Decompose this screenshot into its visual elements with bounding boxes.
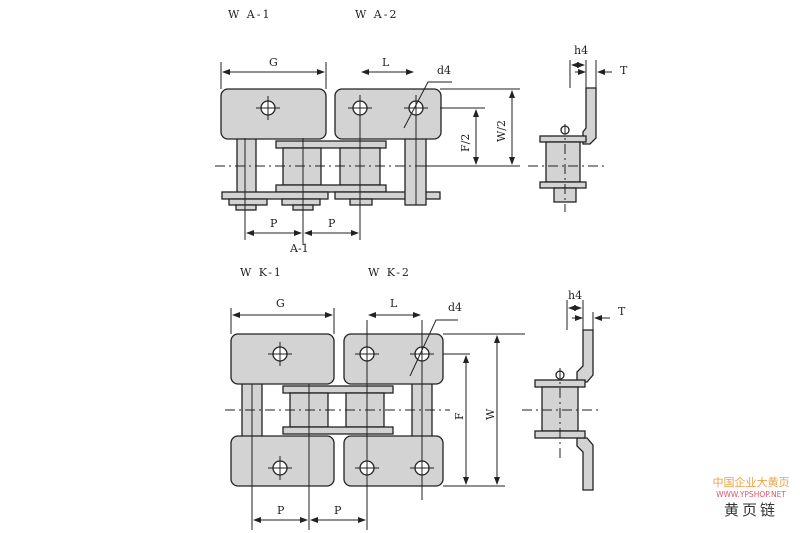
dim-p-1: P (270, 217, 278, 230)
wk-front-view: W K-1 W K-2 G L d4 F W P (225, 266, 525, 530)
watermark-line-1: 中国企业大黄页 (712, 476, 790, 489)
plate (539, 135, 587, 143)
side-h4: h4 (574, 44, 588, 57)
side-t: T (618, 305, 626, 318)
dim-g: G (276, 297, 285, 310)
watermark-line-2: WWW.YPSHOP.NET (716, 490, 786, 499)
dim-g: G (269, 56, 278, 69)
bent-attachment-top (576, 329, 594, 383)
attachment-plate-2 (334, 88, 442, 140)
title-wa-2: W A-2 (355, 8, 398, 21)
inner-plate-top (275, 140, 387, 149)
dim-w: W (484, 408, 497, 420)
roller (545, 141, 581, 183)
title-wk-1: W K-1 (240, 266, 283, 279)
dim-w-half: W/2 (495, 120, 508, 142)
title-wa-1: W A-1 (228, 8, 271, 21)
inner-plate-top (282, 385, 394, 394)
dim-p-1: P (277, 504, 285, 517)
nut (235, 204, 257, 211)
bent-attachment-bottom (576, 437, 594, 491)
dim-p-2: P (328, 217, 336, 230)
nut (228, 198, 268, 206)
dim-a-1: A-1 (289, 242, 309, 255)
bent-attachment (582, 87, 597, 145)
dim-l: L (382, 56, 390, 69)
attachment-plate-top-2 (343, 333, 444, 385)
outer-plate-right (334, 191, 441, 200)
dim-p-2: P (334, 504, 342, 517)
wk-side-view: h4 T (522, 289, 626, 491)
watermark: 中国企业大黄页 WWW.YPSHOP.NET 黄页链 (705, 474, 797, 520)
dim-l: L (390, 297, 398, 310)
dim-d4: d4 (437, 64, 451, 77)
attachment-plate-bottom-2 (343, 435, 444, 487)
side-t: T (620, 64, 628, 77)
wa-front-view: W A-1 W A-2 G L d4 (215, 8, 520, 255)
dim-d4: d4 (448, 301, 462, 314)
title-wk-2: W K-2 (368, 266, 411, 279)
attachment-plate-1 (220, 88, 327, 140)
wa-side-view: h4 T (528, 44, 628, 212)
dim-f: F (453, 412, 466, 420)
inner-plate-bottom (275, 184, 387, 193)
nut (349, 198, 373, 206)
outer-plate-left (221, 191, 329, 200)
plate (539, 181, 587, 189)
nut (281, 198, 321, 206)
side-h4: h4 (568, 289, 582, 302)
inner-plate-bottom (282, 426, 394, 435)
dim-f-half: F/2 (459, 134, 472, 152)
watermark-line-3: 黄页链 (723, 501, 778, 519)
